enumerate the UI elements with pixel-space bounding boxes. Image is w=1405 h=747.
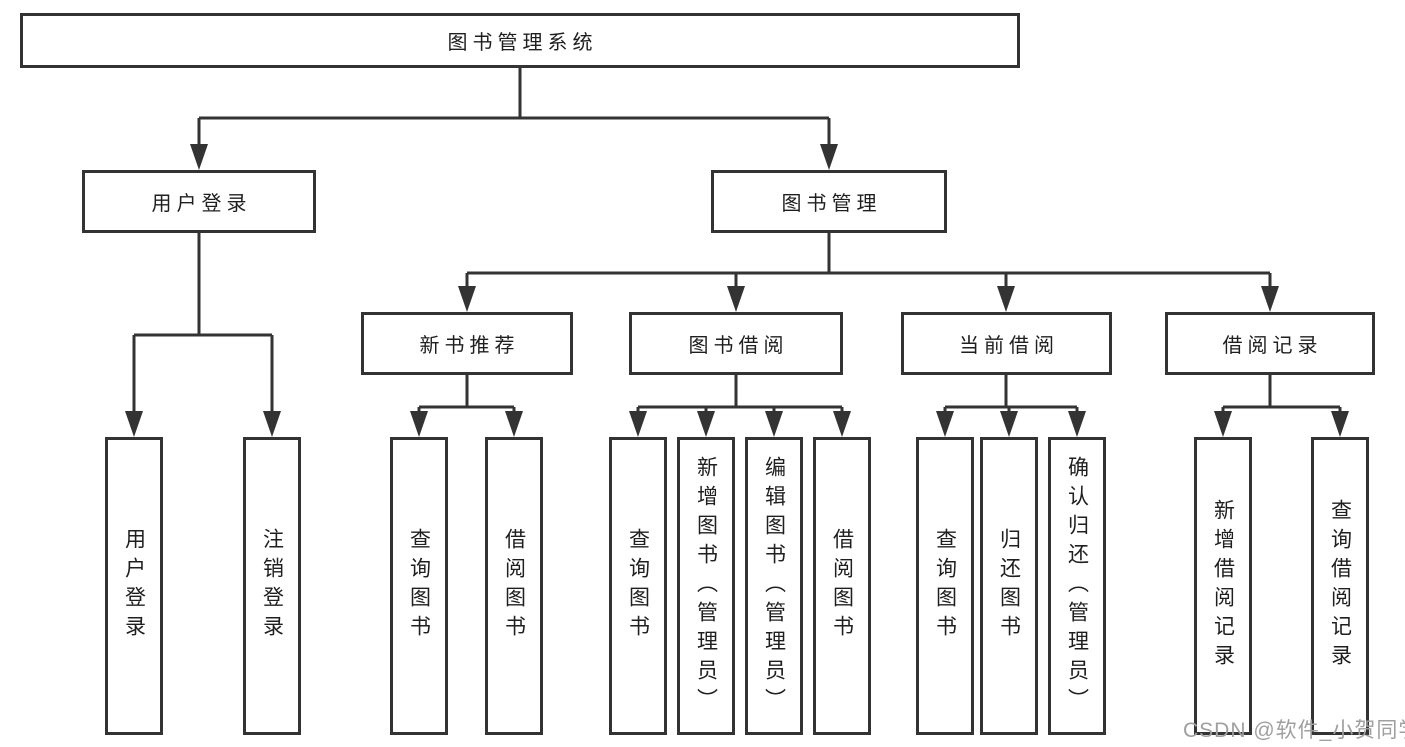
leaf-nb-borrow-books: 借阅图书 [485, 437, 543, 735]
leaf-cb-query-books: 查询图书 [916, 437, 974, 735]
edge-book-borrow-to-leaves [636, 375, 844, 418]
node-borrow-records: 借阅记录 [1165, 312, 1375, 375]
node-new-book-recommend: 新书推荐 [361, 312, 573, 375]
node-borrow-records-label: 借阅记录 [1222, 335, 1323, 357]
leaf-nb-query-books: 查询图书 [390, 437, 448, 735]
csdn-watermark: CSDN @软件_小贺同学 [1183, 719, 1405, 742]
leaf-bb-borrow-books-label: 借阅图书 [830, 528, 854, 644]
arrowheads-level2 [190, 144, 838, 170]
leaf-bb-borrow-books: 借阅图书 [813, 437, 871, 735]
node-current-borrow: 当前借阅 [901, 312, 1112, 375]
leaf-br-add-record-label: 新增借阅记录 [1211, 499, 1235, 673]
leaf-nb-borrow-books-label: 借阅图书 [502, 528, 526, 644]
leaf-cb-confirm-return-admin: 确认归还（管理员） [1048, 437, 1106, 735]
edge-new-book-recommend-to-leaves [417, 375, 516, 418]
leaf-logout-login-label: 注销登录 [260, 528, 284, 644]
arrowheads-book-borrow [629, 411, 851, 437]
edge-root-to-level2 [197, 66, 831, 150]
node-new-book-recommend-label: 新书推荐 [419, 335, 520, 357]
leaf-br-query-record-label: 查询借阅记录 [1328, 499, 1352, 673]
edge-book-management-to-level3 [465, 233, 1272, 292]
leaf-br-query-record: 查询借阅记录 [1311, 437, 1369, 735]
leaf-bb-add-books-admin-label: 新增图书（管理员） [694, 455, 718, 717]
arrowheads-new-book-recommend [410, 411, 523, 437]
leaf-bb-query-books: 查询图书 [609, 437, 667, 735]
edge-user-login-to-leaves [132, 233, 274, 418]
leaf-bb-add-books-admin: 新增图书（管理员） [677, 437, 735, 735]
node-root-system: 图书管理系统 [20, 13, 1020, 68]
leaf-cb-return-books-label: 归还图书 [997, 528, 1021, 644]
edge-borrow-records-to-leaves [1221, 375, 1342, 418]
node-current-borrow-label: 当前借阅 [959, 335, 1059, 357]
node-root-system-label: 图书管理系统 [447, 32, 598, 54]
node-book-borrow-label: 图书借阅 [688, 335, 789, 357]
leaf-bb-query-books-label: 查询图书 [626, 528, 650, 644]
arrowheads-current-borrow [936, 411, 1086, 437]
leaf-logout-login: 注销登录 [243, 437, 301, 735]
leaf-cb-confirm-return-admin-label: 确认归还（管理员） [1065, 455, 1089, 717]
leaf-user-login-label: 用户登录 [122, 528, 146, 644]
node-book-management-label: 图书管理 [781, 193, 882, 215]
leaf-bb-edit-books-admin: 编辑图书（管理员） [745, 437, 803, 735]
node-book-management: 图书管理 [711, 170, 947, 233]
node-user-login: 用户登录 [82, 170, 316, 233]
arrowheads-level3 [458, 286, 1279, 312]
arrowheads-borrow-records [1214, 411, 1349, 437]
leaf-nb-query-books-label: 查询图书 [407, 528, 431, 644]
node-book-borrow: 图书借阅 [629, 312, 843, 375]
leaf-br-add-record: 新增借阅记录 [1194, 437, 1252, 735]
arrowheads-user-login [125, 411, 281, 437]
node-user-login-label: 用户登录 [151, 193, 252, 215]
leaf-cb-return-books: 归还图书 [980, 437, 1038, 735]
edge-current-borrow-to-leaves [943, 375, 1079, 418]
leaf-user-login: 用户登录 [105, 437, 163, 735]
leaf-cb-query-books-label: 查询图书 [933, 528, 957, 644]
leaf-bb-edit-books-admin-label: 编辑图书（管理员） [762, 455, 786, 717]
